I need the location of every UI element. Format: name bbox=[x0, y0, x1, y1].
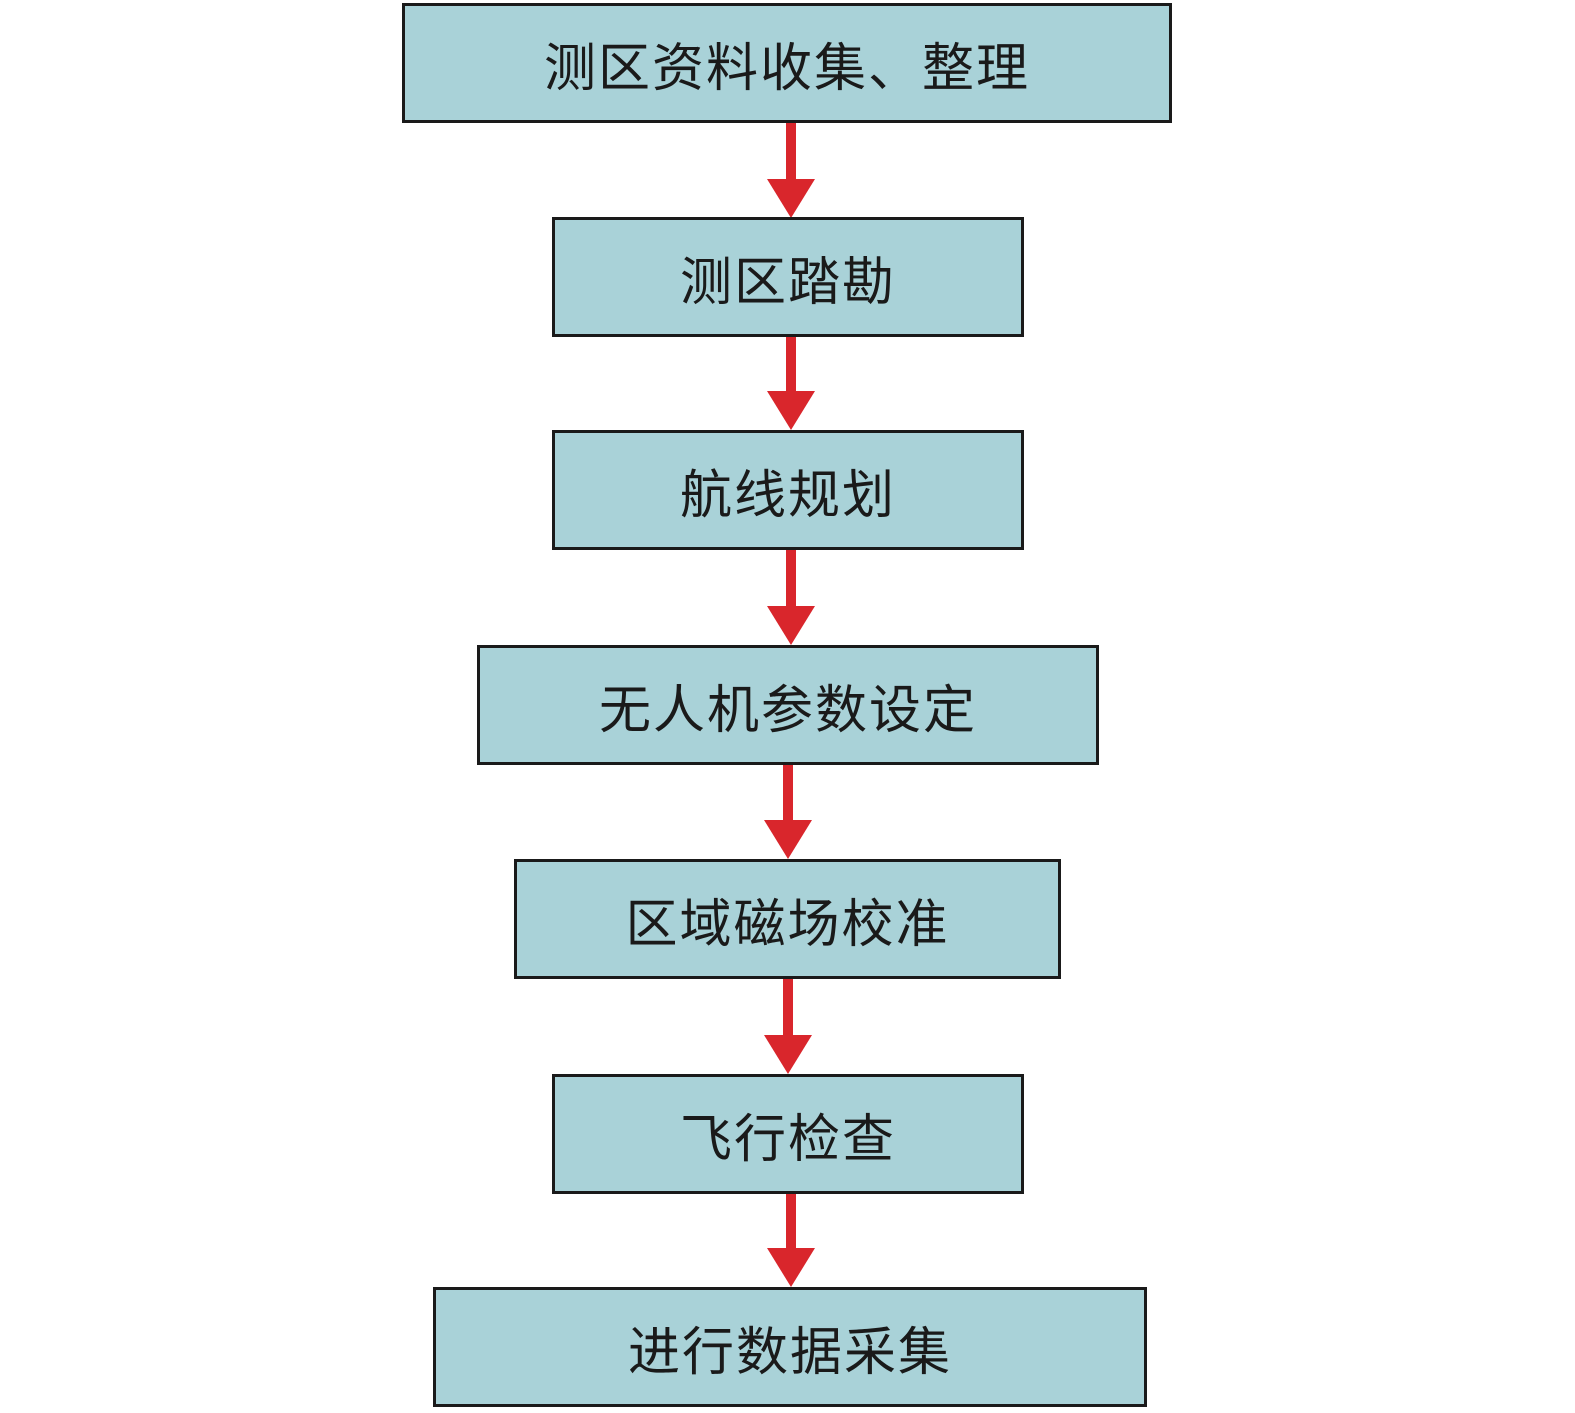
step-label: 航线规划 bbox=[679, 465, 896, 526]
arrow-down-icon bbox=[767, 550, 815, 645]
step-site-survey: 测区踏勘 bbox=[552, 217, 1024, 337]
arrow-down-icon bbox=[767, 123, 815, 218]
step-label: 测区资料收集、整理 bbox=[543, 38, 1030, 99]
step-data-acquisition: 进行数据采集 bbox=[433, 1287, 1147, 1407]
arrow-down-icon bbox=[764, 765, 812, 859]
step-regional-magnetic-calibration: 区域磁场校准 bbox=[514, 859, 1061, 979]
step-uav-parameter-setting: 无人机参数设定 bbox=[477, 645, 1099, 765]
step-label: 进行数据采集 bbox=[627, 1322, 952, 1383]
step-label: 测区踏勘 bbox=[679, 252, 896, 313]
step-label: 无人机参数设定 bbox=[598, 680, 977, 741]
arrow-down-icon bbox=[767, 337, 815, 430]
step-label: 区域磁场校准 bbox=[625, 894, 950, 955]
arrow-down-icon bbox=[767, 1194, 815, 1287]
step-route-planning: 航线规划 bbox=[552, 430, 1024, 550]
arrow-down-icon bbox=[764, 979, 812, 1074]
step-collect-organize-data: 测区资料收集、整理 bbox=[402, 3, 1172, 123]
step-label: 飞行检查 bbox=[679, 1109, 896, 1170]
step-flight-check: 飞行检查 bbox=[552, 1074, 1024, 1194]
